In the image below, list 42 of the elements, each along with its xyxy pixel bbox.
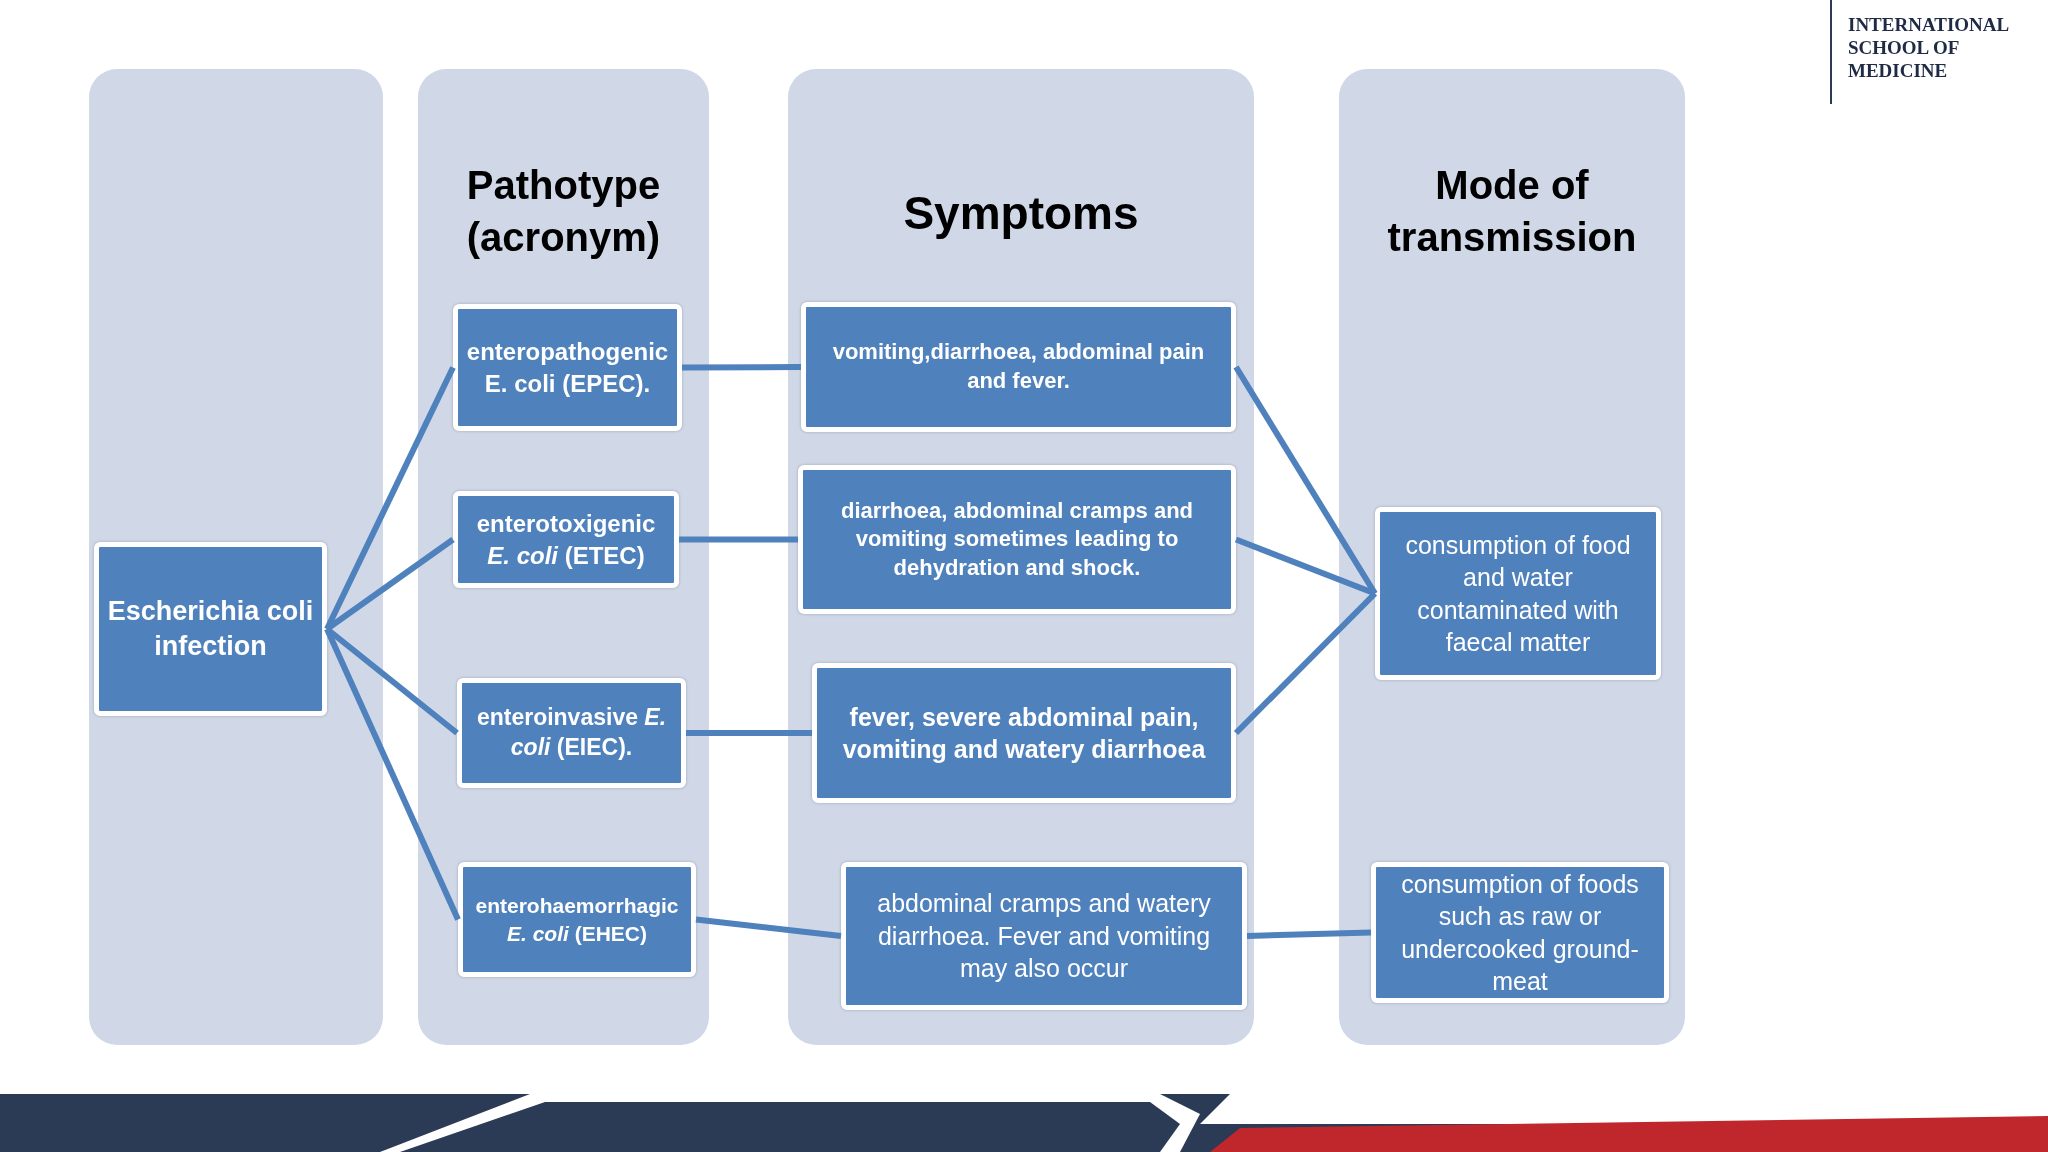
box-text: enterohaemorrhagic E. coli (EHEC) [474, 893, 680, 947]
box-text: abdominal cramps and watery diarrhoea. Fever and vomiting may also occur [876, 888, 1212, 985]
box-text: diarrhoea, abdominal cramps and vomiting sometimes leading to dehydration and shock. [839, 496, 1195, 582]
column-band [89, 69, 383, 1045]
box-text: fever, severe abdominal pain, vomiting and watery diarrhoea [841, 701, 1207, 765]
process-box [798, 465, 1236, 614]
connector-line [325, 537, 455, 632]
process-box [453, 491, 679, 588]
box-text: consumption of food and water contaminated with faecal matter [1404, 529, 1632, 658]
connector-line [686, 730, 812, 736]
connector-line [1246, 929, 1372, 939]
process-box [1375, 507, 1661, 680]
process-box [453, 304, 682, 431]
connector-line [325, 626, 459, 736]
process-box [812, 663, 1236, 803]
connector-line [1233, 591, 1378, 736]
connector-line [1233, 365, 1378, 596]
column-heading: Pathotype (acronym) [465, 162, 662, 261]
column-heading: Mode of transmission [1386, 162, 1638, 261]
box-text: enteroinvasive E. coli (EIEC). [475, 703, 668, 762]
connector-line [1234, 536, 1377, 597]
connector-line [682, 364, 801, 371]
box-text: enteropathogenic E. coli (EPEC). [466, 337, 669, 399]
column-heading: Symptoms [902, 186, 1140, 241]
connector-line [695, 916, 842, 939]
box-text: Escherichia coli infection [107, 594, 314, 663]
process-box [1371, 862, 1669, 1003]
connector-line [324, 627, 461, 921]
process-box [801, 302, 1236, 432]
connector-line [679, 536, 798, 543]
column-band [788, 69, 1254, 1045]
process-box [94, 542, 327, 716]
process-box [841, 862, 1247, 1010]
column-band [418, 69, 709, 1045]
process-box [457, 678, 686, 788]
column-band [1339, 69, 1685, 1045]
box-text: enterotoxigenic E. coli (ETEC) [475, 509, 657, 571]
box-text: consumption of foods such as raw or undercooked ground-meat [1400, 868, 1640, 997]
connector-line [324, 366, 456, 631]
header-text: INTERNATIONAL SCHOOL OF MEDICINE [1848, 14, 2010, 83]
process-box [458, 862, 696, 977]
box-text: vomiting,diarrhoea, abdominal pain and fever. [831, 338, 1206, 395]
